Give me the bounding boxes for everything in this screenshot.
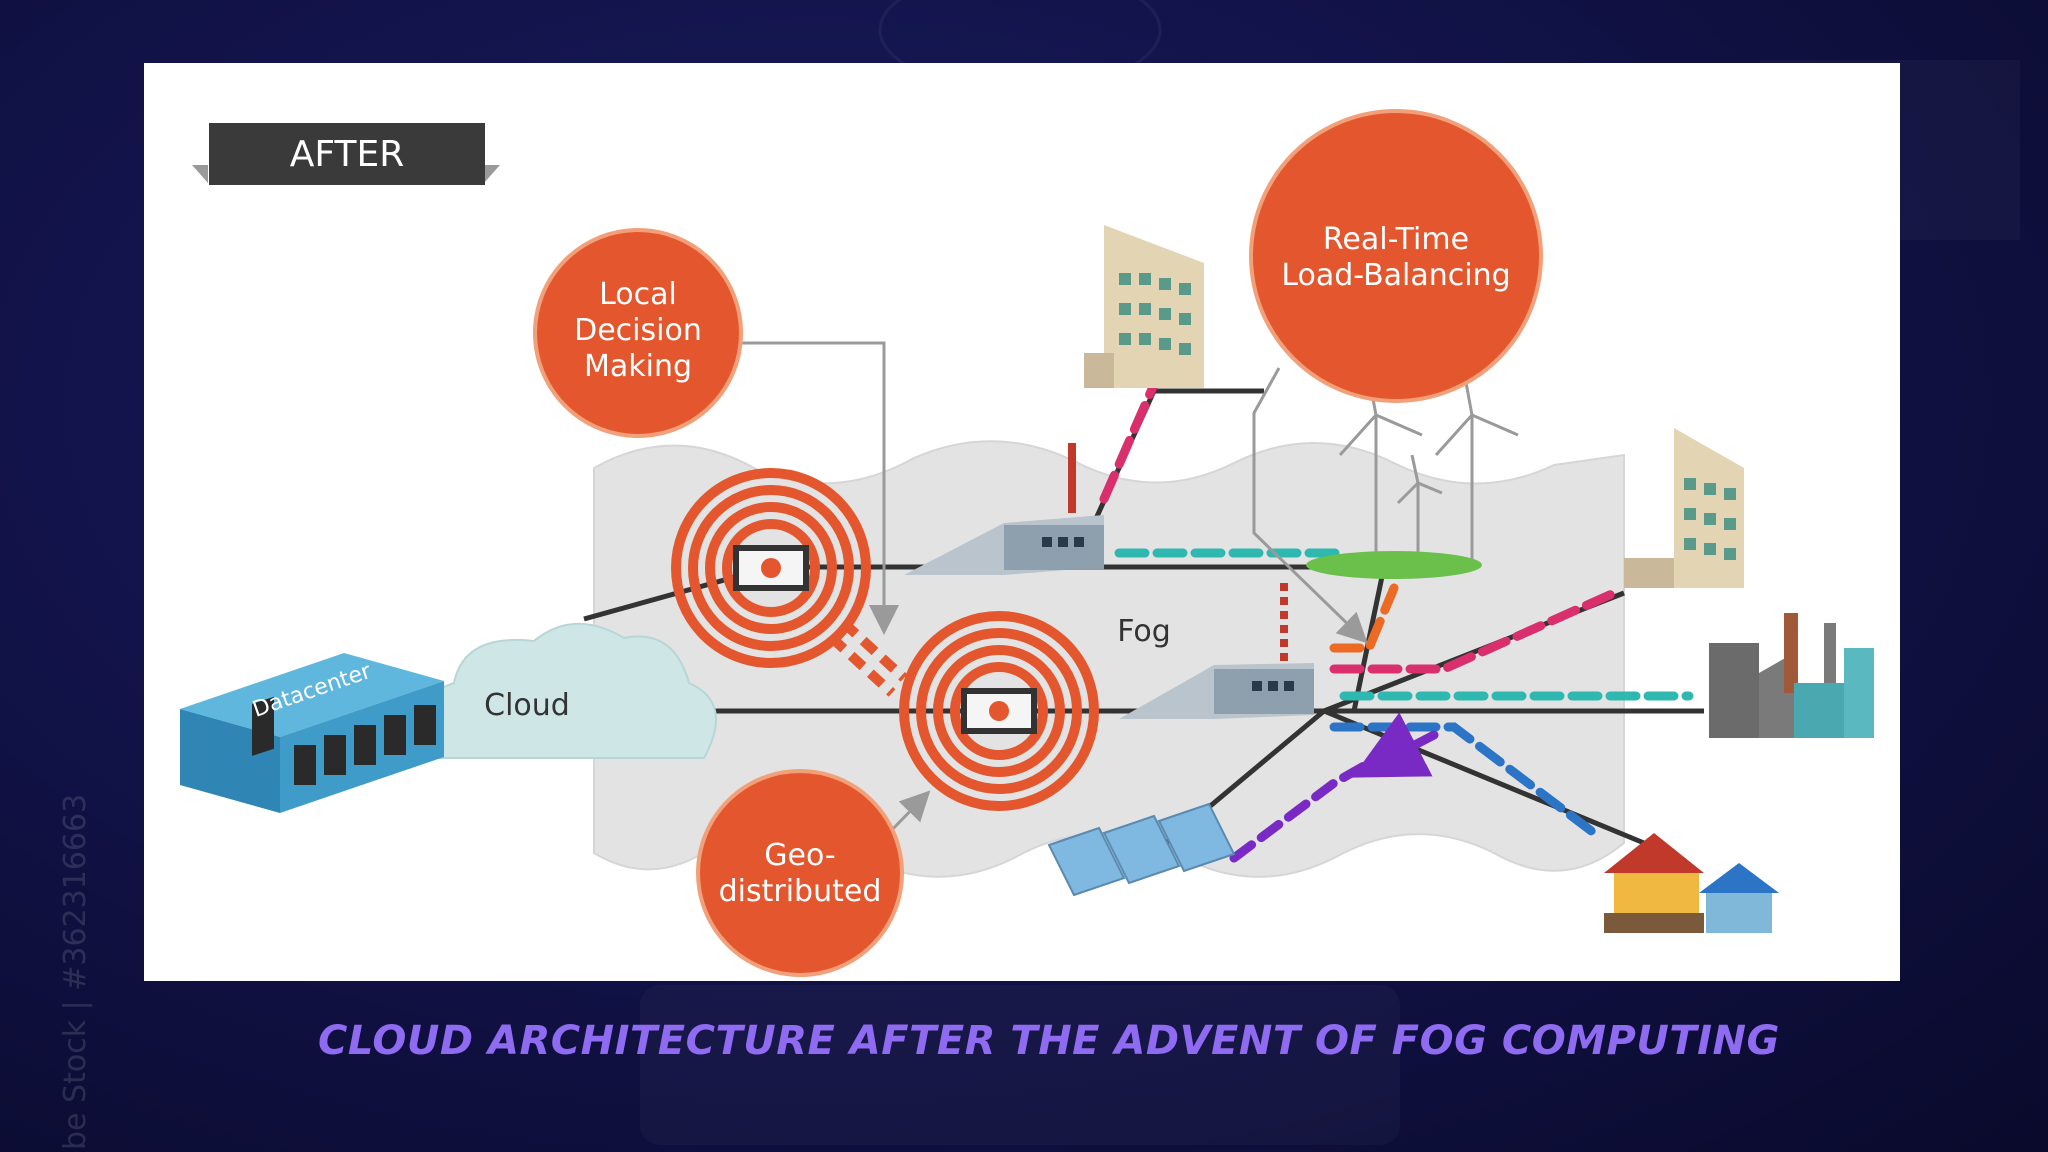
fog-gateway-upper (904, 443, 1104, 575)
bubble-local-decision: Local Decision Making (533, 228, 743, 438)
bubble-realtime-line1: Real-Time (1323, 222, 1469, 257)
fog-architecture-diagram: AFTER Fog (180, 109, 1874, 977)
fog-node-upper (671, 468, 871, 668)
solar-panels-icon (1047, 802, 1236, 897)
bubble-realtime-lb: Real-Time Load-Balancing (1249, 109, 1543, 403)
factory-icon (1709, 613, 1874, 738)
houses-icon (1604, 833, 1779, 933)
bubble-geo-line2: distributed (719, 874, 882, 909)
diagram-card: AFTER Fog (144, 63, 1900, 981)
bubble-realtime-line2: Load-Balancing (1281, 258, 1510, 293)
cloud-shape: Cloud (413, 622, 717, 759)
office-building-top-icon (1084, 225, 1204, 388)
cloud-label: Cloud (484, 688, 570, 723)
energy-hub (1306, 551, 1482, 579)
bubble-local-line2: Decision (574, 313, 702, 348)
fog-gateway-lower (1119, 583, 1314, 719)
bubble-geo-line1: Geo- (764, 838, 835, 873)
slide-caption: CLOUD ARCHITECTURE AFTER THE ADVENT OF F… (318, 1018, 1780, 1064)
office-building-right-icon (1624, 428, 1744, 588)
data-flows (1099, 368, 1694, 863)
fog-node-lower (899, 611, 1099, 811)
after-badge: AFTER (192, 123, 500, 185)
datacenter-icon: Datacenter (180, 653, 444, 813)
stock-watermark: be Stock | #362316663 (58, 793, 93, 1150)
fog-node-link (828, 619, 908, 697)
bubble-geo-distributed: Geo- distributed (696, 769, 904, 977)
fog-label: Fog (1117, 614, 1171, 649)
bubble-local-line1: Local (599, 277, 677, 312)
bubble-local-line3: Making (584, 349, 692, 384)
after-badge-label: AFTER (290, 134, 404, 175)
